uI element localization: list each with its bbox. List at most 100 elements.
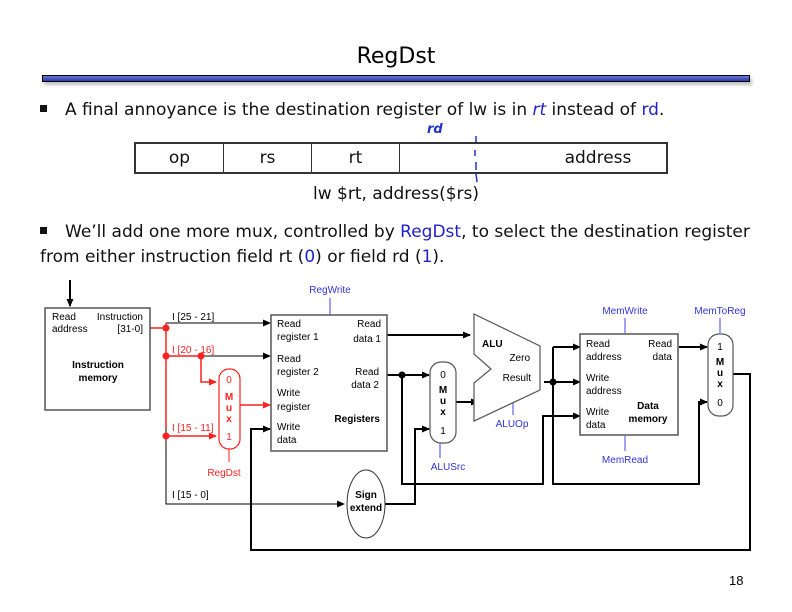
data-memory: Read address Write address Write data Re… [579,333,679,436]
memread-signal-label: MemRead [602,455,648,466]
text-segment: ). [432,247,445,267]
imem-address-label: address [52,324,88,335]
mem-port-label: Write [586,373,610,384]
junction-dot [197,352,205,360]
reg-port-label: Read [277,319,301,330]
sign-extend-label: Sign [355,490,377,501]
mux-input-0: 0 [717,398,723,409]
mem-port-label: data [653,352,673,363]
rs-field-label: I [25 - 21] [172,312,214,323]
zero-term: 0 [304,247,316,267]
rt-term: rt [532,100,547,120]
bullet-1: A final annoyance is the destination reg… [40,98,664,123]
alusrc-signal-label: ALUSrc [431,462,465,473]
regdst-signal-label: RegDst [207,468,241,479]
junction-dot [162,352,170,360]
mem-port-label: Read [648,339,672,350]
regwrite-signal-label: RegWrite [309,285,351,296]
imem-name: Instruction [72,360,124,371]
reg-port-label: Read [357,319,381,330]
alusrc-mux: 0 M u x 1 [429,361,457,444]
sign-extend-label-2: extend [350,503,382,514]
reg-port-label: register 2 [277,367,319,378]
mux-label: x [717,379,723,390]
imm-wire [165,428,345,508]
reg-port-label: Read [355,367,379,378]
sign-extend-to-mux-wire [385,425,430,505]
memwrite-signal-label: MemWrite [602,306,648,317]
mem-name: Data [637,401,659,412]
mux-input-1: 1 [226,432,232,443]
mux-label: M [716,357,724,368]
imm-field-label: I [15 - 0] [172,490,209,501]
alu-name: ALU [482,339,503,350]
alu-result-bypass-wire [552,347,708,485]
writeback-wire [250,373,751,551]
mux-input-1: 1 [440,426,446,437]
regdst-term: RegDst [400,222,462,242]
mux-label: M [439,385,447,396]
rt-to-mux-wire [200,356,217,386]
aluop-signal-label: ALUOp [496,419,529,430]
reg-port-label: data 1 [353,334,381,345]
text-segment: , to select the destination register fro… [40,222,750,267]
bullet-marker-icon [40,226,47,234]
wires [66,280,751,551]
mux-input-1: 1 [717,342,723,353]
mux-label: u [226,403,232,414]
imem-read-label: Read [52,312,76,323]
page-number: 18 [729,573,744,588]
handwritten-rd-annotation: rd [427,122,443,137]
rt-field-label: I [20 - 16] [172,345,214,356]
reg-port-label: register [277,402,311,413]
text-segment: instead of [546,100,642,120]
handwritten-split-mark [474,136,478,183]
bullet-1-text: A final annoyance is the destination reg… [65,100,664,120]
junction-dot [398,371,406,379]
one-term: 1 [421,247,433,267]
imem-instruction-label: Instruction [97,312,143,323]
mux-label: u [440,396,446,407]
reg-port-label: Write [277,422,301,433]
mem-port-label: data [586,420,606,431]
junction-dot [162,324,170,332]
text-segment: A final annoyance is the destination reg… [65,100,533,120]
read-data2-to-write-data-wire [401,375,581,485]
sign-extend: Sign extend [346,469,386,539]
register-file: Read register 1 Read register 2 Write re… [270,314,388,452]
mux-label: x [440,407,446,418]
text-segment: ) or field rd ( [315,247,422,267]
mem-name-2: memory [629,414,668,425]
highlighted-wires [150,323,271,462]
bullet-2-text: We’ll add one more mux, controlled by Re… [40,222,750,267]
memtoreg-signal-label: MemToReg [694,306,745,317]
mem-port-label: address [586,386,622,397]
bullet-marker-icon [40,104,47,112]
reg-port-label: Write [277,388,301,399]
junction-dot [162,432,170,440]
slide-title: RegDst [356,44,436,69]
text-segment: We’ll add one more mux, controlled by [65,222,401,242]
instruction-caption: lw $rt, address($rs) [312,184,480,204]
mem-port-label: Read [586,339,610,350]
text-segment: . [658,100,665,120]
alu-zero-label: Zero [509,353,530,364]
mux-label: x [226,414,232,425]
regdst-mux: 0 M u x 1 [218,368,241,450]
field-address: address [564,148,632,168]
mem-port-label: address [586,352,622,363]
instruction-memory: Read address Instruction [31-0] Instruct… [44,307,151,411]
field-rt: rt [312,144,400,172]
rd-term: rd [641,100,659,120]
field-rs: rs [224,144,312,172]
mem-port-label: Write [586,407,610,418]
reg-port-label: data 2 [351,380,379,391]
field-op: op [136,144,224,172]
reg-port-label: data [277,435,297,446]
title-divider [42,75,750,82]
registers-name: Registers [334,414,380,425]
mux-label: u [717,368,723,379]
rd-field-label: I [15 - 11] [172,423,214,434]
alu: ALU Zero Result [473,313,541,422]
